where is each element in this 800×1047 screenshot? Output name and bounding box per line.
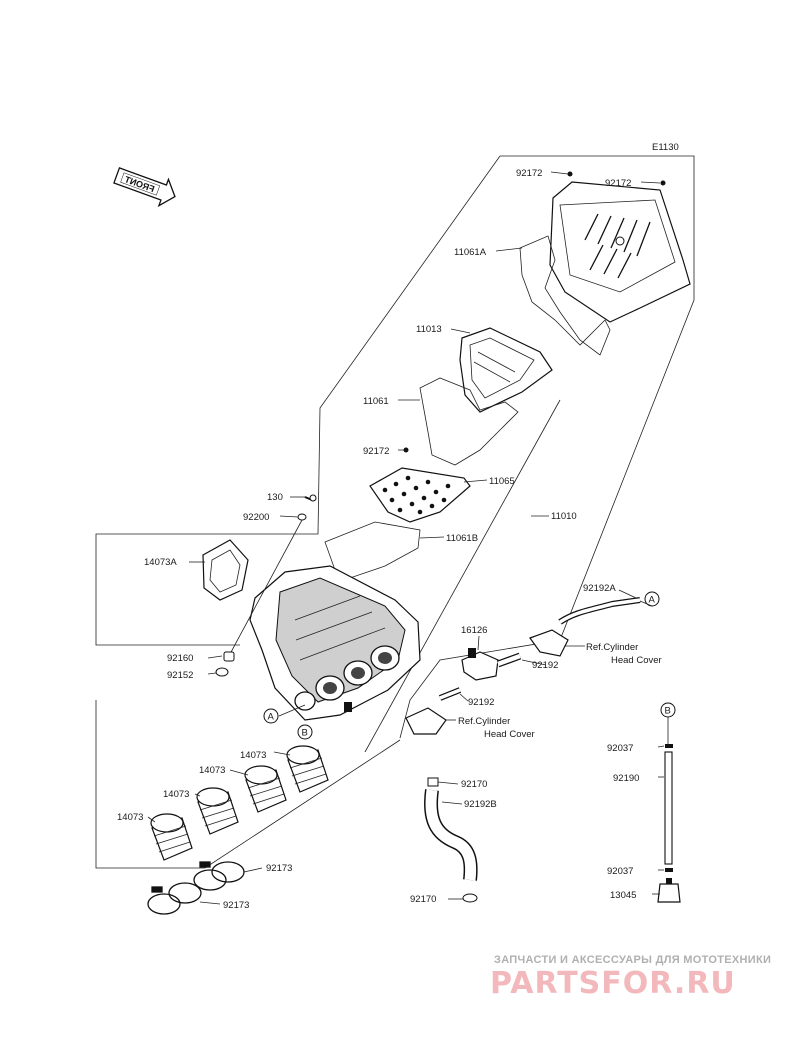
label-92172-a: 92172 bbox=[516, 168, 542, 179]
hose-92192B bbox=[424, 789, 478, 881]
part-labels: 92172 92172 11061A 11013 11061 92172 110… bbox=[117, 168, 639, 911]
clamp-92170-b bbox=[462, 893, 478, 903]
valve-16126 bbox=[461, 648, 499, 681]
watermark-logo: PARTSFOR.RU bbox=[490, 966, 736, 1001]
reference-labels: Ref.Cylinder Head Cover Ref.Cylinder Hea… bbox=[458, 642, 662, 740]
funnel-14073-a bbox=[286, 745, 329, 793]
diagram-code: E1130 bbox=[652, 142, 679, 153]
watermark-tagline: ЗАПЧАСТИ И АКСЕССУАРЫ ДЛЯ МОТОТЕХНИКИ bbox=[494, 954, 771, 966]
leader-lines bbox=[147, 171, 669, 905]
label-14073-b: 14073 bbox=[199, 765, 225, 776]
grommet-92160 bbox=[223, 651, 235, 662]
label-92173-b: 92173 bbox=[223, 900, 249, 911]
seal-11061B bbox=[324, 521, 421, 579]
clamp-92173-upper bbox=[193, 861, 245, 891]
svg-text:B: B bbox=[665, 706, 671, 717]
label-16126: 16126 bbox=[461, 625, 487, 636]
label-92192: 92192 bbox=[532, 660, 558, 671]
watermark: ЗАПЧАСТИ И АКСЕССУАРЫ ДЛЯ МОТОТЕХНИКИ PA… bbox=[490, 954, 771, 1001]
clip-92037-a bbox=[665, 744, 673, 748]
seal-11061 bbox=[419, 377, 519, 466]
label-92200: 92200 bbox=[243, 512, 269, 523]
hose-92192A bbox=[558, 597, 641, 625]
ref-2-line2: Head Cover bbox=[484, 729, 535, 740]
label-14073-a: 14073 bbox=[240, 750, 266, 761]
bolt-130 bbox=[304, 494, 317, 502]
marker-a-left: A bbox=[263, 708, 279, 724]
clamp-92170-a bbox=[427, 777, 439, 787]
funnel-14073-b bbox=[244, 765, 287, 813]
label-92190: 92190 bbox=[613, 773, 639, 784]
svg-text:A: A bbox=[649, 595, 656, 606]
hose-92192 bbox=[496, 652, 522, 668]
ref-2-line1: Ref.Cylinder bbox=[458, 716, 510, 727]
label-92170-b: 92170 bbox=[410, 894, 436, 905]
label-92037-b: 92037 bbox=[607, 866, 633, 877]
label-14073-c: 14073 bbox=[163, 789, 189, 800]
funnel-14073-c bbox=[196, 787, 239, 835]
cap-13045 bbox=[657, 878, 681, 903]
air-box-housing bbox=[249, 565, 421, 721]
svg-text:A: A bbox=[268, 712, 275, 723]
label-130: 130 bbox=[267, 492, 283, 503]
fitting-head-cover-1 bbox=[529, 629, 569, 657]
ref-1-line1: Ref.Cylinder bbox=[586, 642, 638, 653]
air-cleaner-cover bbox=[549, 181, 691, 323]
clip-92037-b bbox=[665, 868, 673, 872]
funnel-14073-d bbox=[150, 813, 193, 861]
clamp-92173-lower bbox=[147, 882, 202, 915]
marker-b-right: B bbox=[660, 702, 676, 718]
screw-92172-b bbox=[660, 180, 666, 186]
label-92192-b: 92192 bbox=[468, 697, 494, 708]
label-92152: 92152 bbox=[167, 670, 193, 681]
label-11061B: 11061B bbox=[446, 533, 478, 544]
label-92170-a: 92170 bbox=[461, 779, 487, 790]
ref-1-line2: Head Cover bbox=[611, 655, 662, 666]
part-14073A bbox=[202, 539, 249, 601]
tube-92190 bbox=[664, 751, 673, 865]
label-92192B: 92192B bbox=[464, 799, 497, 810]
label-92192A: 92192A bbox=[583, 583, 616, 594]
label-92172-b: 92172 bbox=[605, 178, 631, 189]
svg-text:B: B bbox=[302, 728, 308, 739]
label-14073-d: 14073 bbox=[117, 812, 143, 823]
label-92173-a: 92173 bbox=[266, 863, 292, 874]
label-92037-a: 92037 bbox=[607, 743, 633, 754]
marker-a-right: A bbox=[644, 591, 660, 607]
label-11061A: 11061A bbox=[454, 247, 487, 258]
collar-92152 bbox=[215, 667, 229, 677]
marker-b-left: B bbox=[297, 724, 313, 740]
label-11065: 11065 bbox=[489, 476, 515, 487]
label-11061: 11061 bbox=[363, 396, 389, 407]
label-11010: 11010 bbox=[551, 511, 577, 522]
fitting-head-cover-2 bbox=[405, 707, 447, 735]
screw-92172-c bbox=[403, 447, 409, 453]
element-11013 bbox=[459, 327, 553, 413]
label-13045: 13045 bbox=[610, 890, 636, 901]
hose-92192-b bbox=[438, 687, 462, 701]
front-arrow-icon: FRONT bbox=[113, 167, 176, 208]
label-11013: 11013 bbox=[416, 324, 442, 335]
plate-11065 bbox=[369, 467, 471, 523]
screw-92172-a bbox=[567, 171, 573, 177]
label-14073A: 14073A bbox=[144, 557, 177, 568]
label-92160: 92160 bbox=[167, 653, 193, 664]
seal-11061A bbox=[519, 235, 611, 356]
label-92172-c: 92172 bbox=[363, 446, 389, 457]
